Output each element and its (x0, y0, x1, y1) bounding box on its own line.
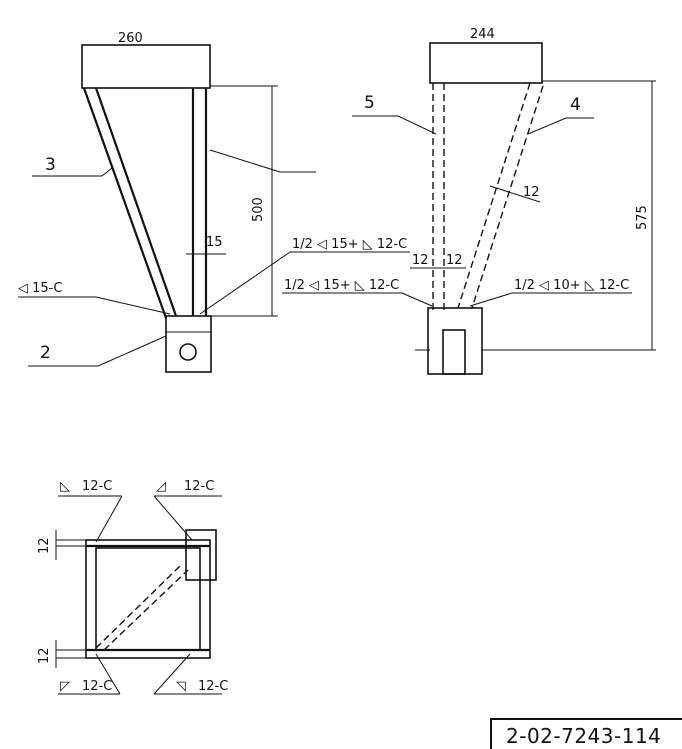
weld-callout-upper: 1/2 ◁ 15+ ◺ 12-C (292, 237, 407, 252)
plan-view: ◺ 12-C ◿ 12-C ◸ 12-C ◹ 12-C 12 12 (37, 479, 228, 695)
left-side-view: 260 500 15 1/2 ◁ 15+ ◺ 12-C ◁ 15-C 3 (18, 31, 410, 373)
plan-outline (85, 539, 211, 659)
diagonal-member-outer (82, 87, 168, 319)
dim-plan-bottom-label: 12 (37, 647, 52, 664)
weld-plan-br-symbol: ◹ (176, 679, 186, 694)
weld-callout-lower: ◁ 15-C (18, 281, 62, 296)
top-plate-left (81, 44, 211, 89)
plan-lug (185, 529, 217, 581)
part-label-5: 5 (364, 93, 375, 113)
base-fork (427, 307, 483, 375)
dim-diag-12-label: 12 (523, 185, 540, 200)
top-plate-right (429, 42, 543, 84)
dim-260-label: 260 (118, 31, 143, 46)
drawing-number: 2-02-7243-114 (490, 718, 682, 749)
weld-plan-br: 12-C (198, 679, 228, 694)
weld-plan-bl: 12-C (82, 679, 112, 694)
dim-leg-left-label: 12 (412, 253, 429, 268)
dim-15-label: 15 (206, 235, 223, 250)
dim-244-label: 244 (470, 27, 495, 42)
part-label-4: 4 (570, 95, 581, 115)
diagonal-member-4-outer (457, 82, 531, 309)
part-label-2: 3 (45, 155, 56, 175)
dim-575-label: 575 (635, 205, 650, 230)
plan-diagonal (95, 565, 181, 649)
dim-leg-right-label: 12 (446, 253, 463, 268)
base-lug (165, 315, 212, 373)
weld-plan-tr: 12-C (184, 479, 214, 494)
diagonal-member-4-inner (471, 85, 544, 309)
weld-callout-left: 1/2 ◁ 15+ ◺ 12-C (284, 278, 399, 293)
pin-hole (179, 343, 197, 361)
weld-plan-bl-symbol: ◸ (60, 679, 70, 694)
diagonal-member-inner (94, 87, 178, 317)
dim-plan-top-label: 12 (37, 537, 52, 554)
part-label-1: 2 (40, 343, 51, 363)
weld-plan-tl-symbol: ◺ (60, 479, 70, 494)
weld-callout-right: 1/2 ◁ 10+ ◺ 12-C (514, 278, 629, 293)
weld-plan-tl: 12-C (82, 479, 112, 494)
weld-plan-tr-symbol: ◿ (156, 479, 166, 494)
dim-500-label: 500 (251, 197, 266, 222)
fork-slot (442, 329, 466, 375)
right-side-view: 244 12 575 12 12 1/2 ◁ 15+ ◺ 12-C 1/2 ◁ … (282, 27, 656, 375)
